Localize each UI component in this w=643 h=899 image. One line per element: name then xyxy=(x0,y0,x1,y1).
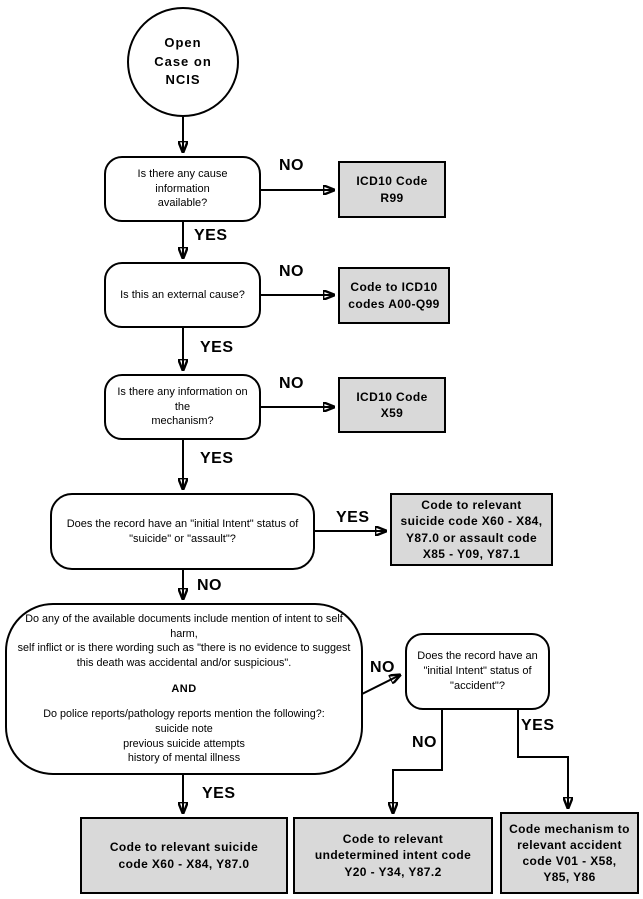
result-icd10-r99: ICD10 Code R99 xyxy=(338,161,446,218)
decision-cause-info-label: Is there any cause information available… xyxy=(137,167,228,210)
start-node-label: Open Case on NCIS xyxy=(154,34,212,88)
result-icd10-x59-label: ICD10 Code X59 xyxy=(356,389,428,420)
decision-self-harm-evidence: Do any of the available documents includ… xyxy=(5,603,363,775)
result-icd10-x59: ICD10 Code X59 xyxy=(338,377,446,433)
result-undetermined-codes-label: Code to relevant undetermined intent cod… xyxy=(314,832,472,879)
result-codes-a00-q99-label: Code to ICD10 codes A00-Q99 xyxy=(348,280,440,311)
result-suicide-codes-label: Code to relevant suicide code X60 - X84,… xyxy=(109,840,259,871)
arrow-evidence-no xyxy=(361,675,400,695)
decision-initial-intent: Does the record have an "initial Intent"… xyxy=(50,493,315,570)
edge-label-yes-accident: YES xyxy=(521,717,555,734)
decision-external-cause-label: Is this an external cause? xyxy=(120,288,245,301)
decision-accident-intent: Does the record have an "initial Intent"… xyxy=(405,633,550,710)
result-codes-a00-q99: Code to ICD10 codes A00-Q99 xyxy=(338,267,450,324)
edge-label-no-accident: NO xyxy=(412,734,437,751)
decision-accident-intent-label: Does the record have an "initial Intent"… xyxy=(417,650,538,692)
evidence-question-2: Do police reports/pathology reports ment… xyxy=(43,708,325,765)
result-suicide-assault-codes: Code to relevant suicide code X60 - X84,… xyxy=(390,493,553,566)
edge-label-no-external: NO xyxy=(279,263,304,280)
edge-label-yes-intent: YES xyxy=(336,509,370,526)
decision-external-cause: Is this an external cause? xyxy=(104,262,261,328)
edge-label-yes-cause: YES xyxy=(194,227,228,244)
result-suicide-codes: Code to relevant suicide code X60 - X84,… xyxy=(80,817,288,894)
result-undetermined-codes: Code to relevant undetermined intent cod… xyxy=(293,817,493,894)
result-accident-codes: Code mechanism to relevant accident code… xyxy=(500,812,639,894)
decision-mechanism-info-label: Is there any information on the mechanis… xyxy=(117,385,248,428)
edge-label-no-mechanism: NO xyxy=(279,375,304,392)
arrow-accident-no xyxy=(393,710,443,813)
edge-label-yes-evidence: YES xyxy=(202,785,236,802)
result-suicide-assault-codes-label: Code to relevant suicide code X60 - X84,… xyxy=(400,498,543,561)
edge-label-yes-external: YES xyxy=(200,339,234,356)
decision-initial-intent-label: Does the record have an "initial Intent"… xyxy=(66,517,299,545)
evidence-question-1: Do any of the available documents includ… xyxy=(17,613,351,670)
decision-mechanism-info: Is there any information on the mechanis… xyxy=(104,374,261,440)
start-node: Open Case on NCIS xyxy=(127,7,239,117)
edge-label-no-intent: NO xyxy=(197,577,222,594)
result-accident-codes-label: Code mechanism to relevant accident code… xyxy=(509,821,630,885)
decision-cause-info: Is there any cause information available… xyxy=(104,156,261,222)
edge-label-yes-mechanism: YES xyxy=(200,450,234,467)
result-icd10-r99-label: ICD10 Code R99 xyxy=(356,174,428,205)
edge-label-no-cause: NO xyxy=(279,157,304,174)
edge-label-no-evidence: NO xyxy=(370,659,395,676)
evidence-and-connector: AND xyxy=(171,682,197,695)
